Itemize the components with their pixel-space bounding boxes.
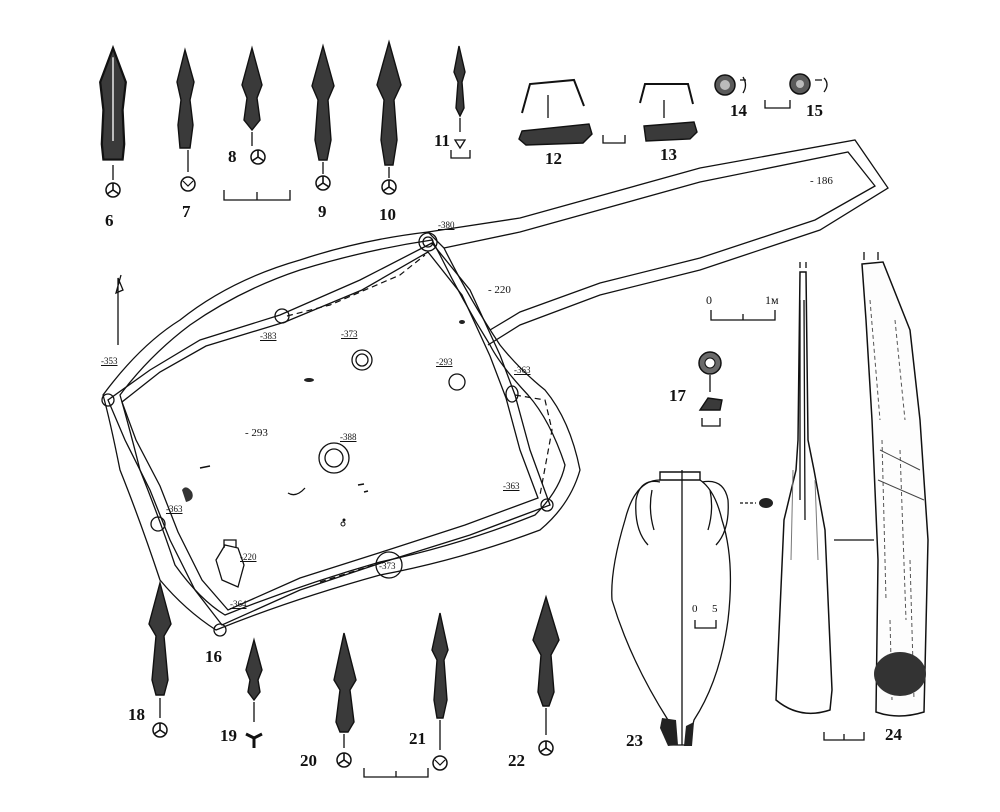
label-12: 12 bbox=[545, 149, 562, 168]
amphora-scale-end: 5 bbox=[712, 603, 718, 615]
label-24: 24 bbox=[885, 725, 902, 744]
depth-293-b: - 293 bbox=[245, 427, 268, 439]
arrowhead-22 bbox=[532, 594, 560, 756]
depth-383: -383 bbox=[260, 331, 277, 341]
arrowhead-21 bbox=[431, 612, 449, 771]
arrowhead-7 bbox=[176, 47, 196, 192]
fitting-13 bbox=[602, 83, 698, 144]
depth-186: - 186 bbox=[810, 175, 833, 187]
label-20: 20 bbox=[300, 751, 317, 770]
depth-388: -388 bbox=[340, 432, 357, 442]
depth-220-b: - 220 bbox=[488, 284, 511, 296]
depth-293-a: -293 bbox=[436, 357, 453, 367]
depth-364: -364 bbox=[230, 599, 247, 609]
spear-24 bbox=[775, 252, 929, 741]
fitting-12 bbox=[518, 78, 593, 146]
label-18: 18 bbox=[128, 705, 145, 724]
depth-373-a: -373 bbox=[341, 329, 358, 339]
label-23: 23 bbox=[626, 731, 643, 750]
depth-380: -380 bbox=[438, 220, 455, 230]
depth-353: -353 bbox=[101, 356, 118, 366]
plan-scale-start: 0 bbox=[706, 293, 712, 307]
depth-220-a: -220 bbox=[240, 552, 257, 562]
label-8: 8 bbox=[228, 147, 237, 166]
burial-plan bbox=[101, 139, 889, 637]
label-11: 11 bbox=[434, 131, 451, 150]
scale-bar-arrowheads bbox=[223, 190, 291, 201]
bead-14 bbox=[714, 74, 747, 96]
arrowhead-9 bbox=[311, 43, 335, 191]
depth-373-b: -373 bbox=[379, 561, 396, 571]
label-17: 17 bbox=[669, 386, 686, 405]
label-19: 19 bbox=[220, 726, 237, 745]
scale-bar-plan bbox=[710, 310, 776, 321]
plan-scale-end: 1м bbox=[765, 293, 779, 307]
depth-363-a: -363 bbox=[514, 365, 531, 375]
label-21: 21 bbox=[409, 729, 426, 748]
scale-bar-bottom bbox=[363, 768, 429, 778]
arrowhead-19 bbox=[245, 637, 263, 748]
ring-17 bbox=[698, 351, 723, 427]
arrowhead-20 bbox=[333, 632, 357, 768]
label-10: 10 bbox=[379, 205, 396, 224]
label-14: 14 bbox=[730, 101, 747, 120]
arrowhead-8 bbox=[241, 45, 266, 165]
bead-15 bbox=[764, 73, 828, 109]
depth-363-c: -363 bbox=[166, 504, 183, 514]
depth-363-b: -363 bbox=[503, 481, 520, 491]
amphora-scale-start: 0 bbox=[692, 603, 698, 615]
label-15: 15 bbox=[806, 101, 823, 120]
label-7: 7 bbox=[182, 202, 191, 221]
label-16: 16 bbox=[205, 647, 222, 666]
label-22: 22 bbox=[508, 751, 525, 770]
arrowhead-6 bbox=[99, 46, 127, 198]
arrowhead-11 bbox=[450, 45, 471, 159]
label-13: 13 bbox=[660, 145, 677, 164]
amphora-23 bbox=[611, 470, 773, 746]
label-6: 6 bbox=[105, 211, 114, 230]
label-9: 9 bbox=[318, 202, 327, 221]
arrowhead-18 bbox=[148, 580, 172, 738]
arrowhead-10 bbox=[376, 39, 402, 195]
